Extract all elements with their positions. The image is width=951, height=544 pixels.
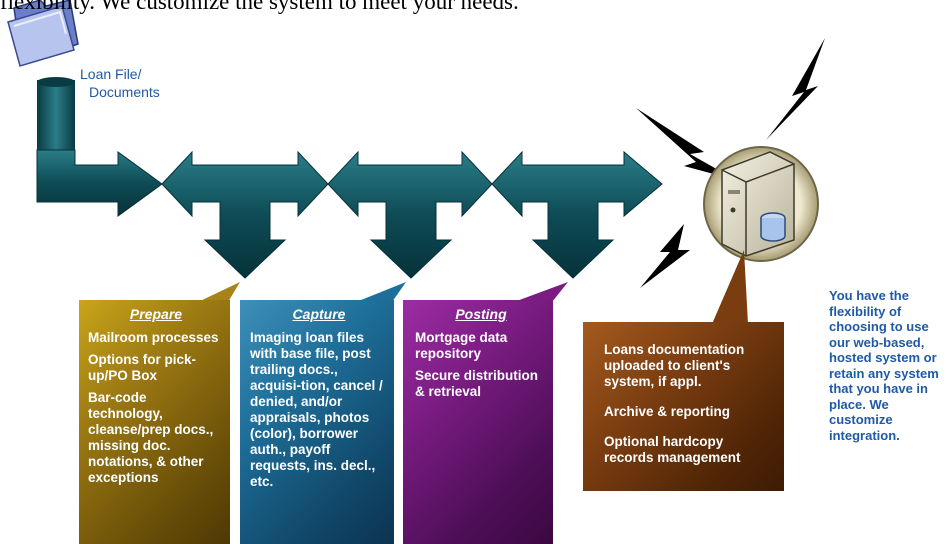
server-icon bbox=[703, 146, 819, 262]
loans-item: Archive & reporting bbox=[604, 404, 731, 419]
loans-item: Optional hardcopy records management bbox=[604, 434, 741, 465]
loan-file-label: Loan File/ Documents bbox=[80, 65, 160, 101]
posting-item: Mortgage data repository bbox=[415, 330, 508, 361]
loans-documentation-box: Loans documentation uploaded to client's… bbox=[583, 322, 784, 491]
prepare-item: Mailroom processes bbox=[88, 330, 219, 345]
posting-item: Secure distribution & retrieval bbox=[415, 368, 539, 399]
process-arrow-flow bbox=[36, 149, 663, 279]
flexibility-note: You have the flexibility of choosing to … bbox=[829, 288, 939, 443]
capture-item: Imaging loan files with base file, post … bbox=[250, 330, 383, 489]
capture-callout-pointer bbox=[356, 282, 406, 302]
capture-box: Capture Imaging loan files with base fil… bbox=[240, 300, 394, 544]
posting-title: Posting bbox=[455, 306, 507, 322]
prepare-callout-pointer bbox=[198, 282, 240, 302]
prepare-item: Options for pick-up/PO Box bbox=[88, 352, 196, 383]
folder-icon bbox=[7, 0, 79, 67]
posting-box: Posting Mortgage data repository Secure … bbox=[403, 300, 553, 544]
posting-callout-pointer bbox=[514, 282, 568, 302]
capture-title: Capture bbox=[292, 306, 346, 322]
prepare-item: Bar-code technology, cleanse/prep docs.,… bbox=[88, 390, 214, 485]
lightning-bolt-icon bbox=[636, 38, 825, 288]
intake-pipe bbox=[37, 80, 75, 152]
prepare-title: Prepare bbox=[129, 306, 183, 322]
loan-file-label-line2: Documents bbox=[89, 84, 160, 100]
loans-callout-pointer bbox=[712, 250, 748, 324]
loans-item: Loans documentation uploaded to client's… bbox=[604, 342, 745, 389]
loan-file-label-line1: Loan File/ bbox=[80, 66, 142, 82]
intro-text-fragment: flexibility. We customize the system to … bbox=[0, 0, 519, 14]
prepare-box: Prepare Mailroom processes Options for p… bbox=[79, 300, 230, 544]
